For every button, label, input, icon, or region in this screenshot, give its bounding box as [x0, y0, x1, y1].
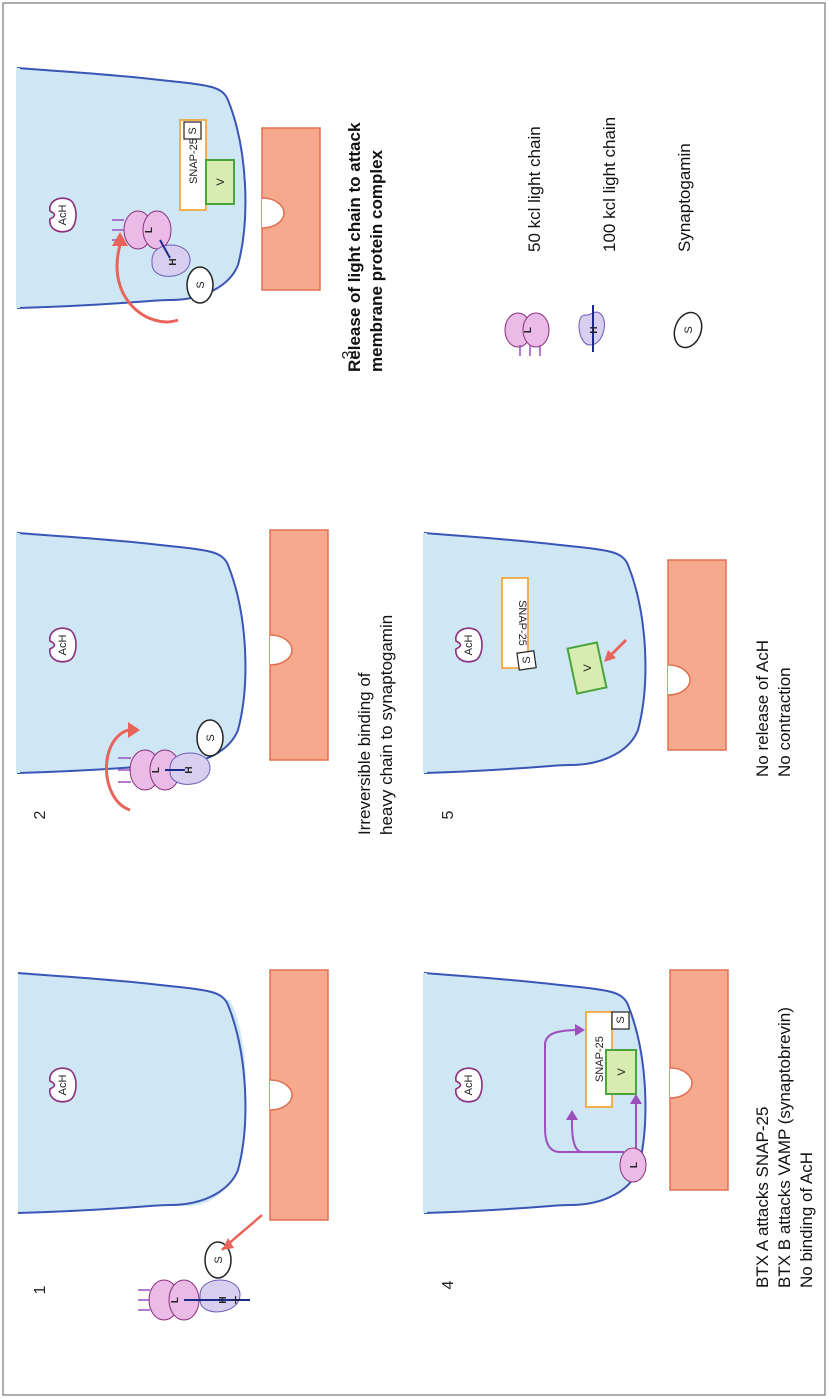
legend: L 50 kcl light chain H 100 kcl light cha…	[505, 117, 706, 356]
svg-text:AcH: AcH	[57, 205, 69, 226]
synaptogamin-icon: S	[670, 309, 707, 352]
svg-text:S: S	[195, 281, 207, 288]
muscle-membrane	[270, 530, 328, 760]
svg-text:L: L	[144, 227, 155, 233]
svg-text:S: S	[213, 1256, 225, 1263]
svg-text:50 kcl light chain: 50 kcl light chain	[525, 126, 544, 252]
svg-text:BTX A attacks SNAP-25: BTX A attacks SNAP-25	[753, 1107, 772, 1288]
svg-text:AcH: AcH	[57, 1075, 69, 1096]
svg-text:No contraction: No contraction	[775, 667, 794, 777]
panel-4: AcH SNAP-25 S V L 4 BTX A attacks SNAP	[425, 970, 816, 1289]
panel-5: AcH SNAP-25 S V 5 No release of AcH No c…	[425, 533, 794, 819]
svg-text:V: V	[582, 664, 594, 672]
svg-text:H: H	[589, 326, 600, 333]
panel-2: AcH L H S 2 Irreversible binding of heav…	[18, 530, 396, 835]
svg-text:V: V	[215, 178, 227, 186]
ach-vesicle: AcH	[456, 1068, 482, 1102]
svg-text:membrane protein complex: membrane protein complex	[367, 149, 386, 372]
muscle-membrane	[670, 970, 728, 1190]
svg-text:S: S	[187, 127, 199, 134]
svg-text:S: S	[205, 734, 217, 741]
svg-text:+: +	[228, 1295, 245, 1304]
svg-text:H: H	[184, 766, 195, 773]
synaptogamin-receptor: S	[197, 720, 223, 756]
light-chain-icon: L	[505, 313, 549, 356]
ach-vesicle: AcH	[50, 1068, 76, 1102]
svg-text:BTX B attacks VAMP (synaptobre: BTX B attacks VAMP (synaptobrevin)	[775, 1007, 794, 1288]
svg-text:SNAP-25: SNAP-25	[594, 1036, 606, 1082]
svg-text:V: V	[616, 1068, 628, 1076]
svg-text:SNAP-25: SNAP-25	[188, 138, 200, 184]
svg-text:AcH: AcH	[57, 635, 69, 656]
svg-text:L: L	[629, 1162, 640, 1168]
ach-vesicle: AcH	[456, 628, 482, 662]
heavy-chain-icon: H	[579, 305, 604, 352]
muscle-membrane	[270, 970, 328, 1220]
svg-text:1: 1	[32, 1285, 49, 1294]
ach-vesicle: AcH	[50, 628, 76, 662]
panel-3: AcH SNAP-25 S V L H S	[18, 68, 386, 372]
panel-1: AcH L H + S 1	[18, 965, 328, 1320]
muscle-membrane	[262, 128, 320, 290]
binding-arrow	[222, 1215, 262, 1250]
svg-text:No release of AcH: No release of AcH	[753, 640, 772, 777]
synaptogamin-receptor: S	[187, 267, 213, 303]
svg-text:2: 2	[32, 810, 49, 819]
svg-text:4: 4	[440, 1280, 457, 1289]
ach-vesicle: AcH	[50, 198, 76, 232]
svg-text:Synaptogamin: Synaptogamin	[675, 143, 694, 252]
svg-text:L: L	[523, 327, 534, 333]
svg-text:AcH: AcH	[463, 1075, 475, 1096]
svg-text:SNAP-25: SNAP-25	[516, 600, 528, 646]
snap25-complex: SNAP-25 S V	[586, 1012, 636, 1107]
svg-text:Release of light chain to atta: Release of light chain to attack	[345, 122, 364, 372]
toxin-light-chain: L	[620, 1148, 646, 1182]
svg-text:AcH: AcH	[463, 635, 475, 656]
svg-text:heavy chain to synaptogamin: heavy chain to synaptogamin	[377, 615, 396, 835]
svg-text:100 kcl light chain: 100 kcl light chain	[600, 117, 619, 252]
muscle-membrane	[668, 560, 726, 750]
free-synaptogamin-box: S	[517, 651, 536, 670]
svg-text:L: L	[151, 767, 162, 773]
svg-text:L: L	[170, 1297, 181, 1303]
svg-text:Irreversible binding of: Irreversible binding of	[355, 672, 374, 835]
svg-text:H: H	[168, 258, 179, 265]
svg-text:S: S	[683, 326, 695, 333]
svg-text:S: S	[521, 656, 533, 663]
svg-text:No binding of AcH: No binding of AcH	[797, 1152, 816, 1288]
svg-text:5: 5	[440, 810, 457, 819]
svg-text:S: S	[615, 1016, 627, 1023]
